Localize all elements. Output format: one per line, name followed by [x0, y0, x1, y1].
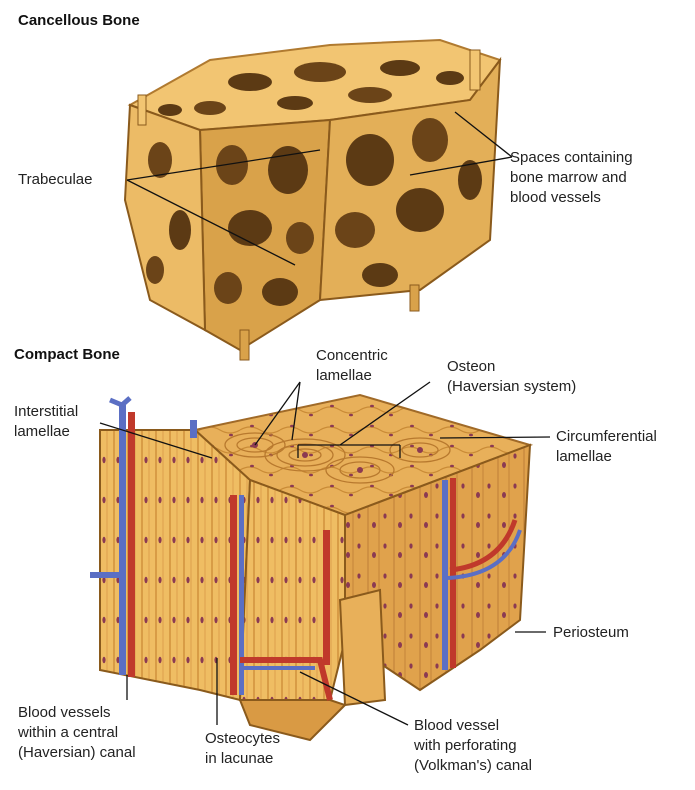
label-osteocytes: Osteocytes in lacunae [205, 729, 280, 769]
label-blood-vessels-central-canal: Blood vessels within a central (Haversia… [18, 703, 136, 763]
cancellous-bone-title: Cancellous Bone [18, 12, 140, 29]
cancellous-bone-block [125, 40, 500, 360]
label-circumferential-lamellae: Circumferential lamellae [556, 427, 657, 467]
middle-canal-vessels [230, 495, 244, 695]
label-interstitial-lamellae: Interstitial lamellae [14, 402, 78, 442]
compact-bone-block [90, 395, 530, 740]
compact-bone-title: Compact Bone [14, 346, 120, 363]
label-concentric-lamellae: Concentric lamellae [316, 346, 388, 386]
label-osteon: Osteon (Haversian system) [447, 357, 576, 397]
label-spaces-bone-marrow: Spaces containing bone marrow and blood … [510, 148, 633, 208]
label-blood-vessel-perforating-canal: Blood vessel with perforating (Volkman's… [414, 716, 532, 776]
label-trabeculae: Trabeculae [18, 170, 93, 190]
label-periosteum: Periosteum [553, 623, 629, 643]
